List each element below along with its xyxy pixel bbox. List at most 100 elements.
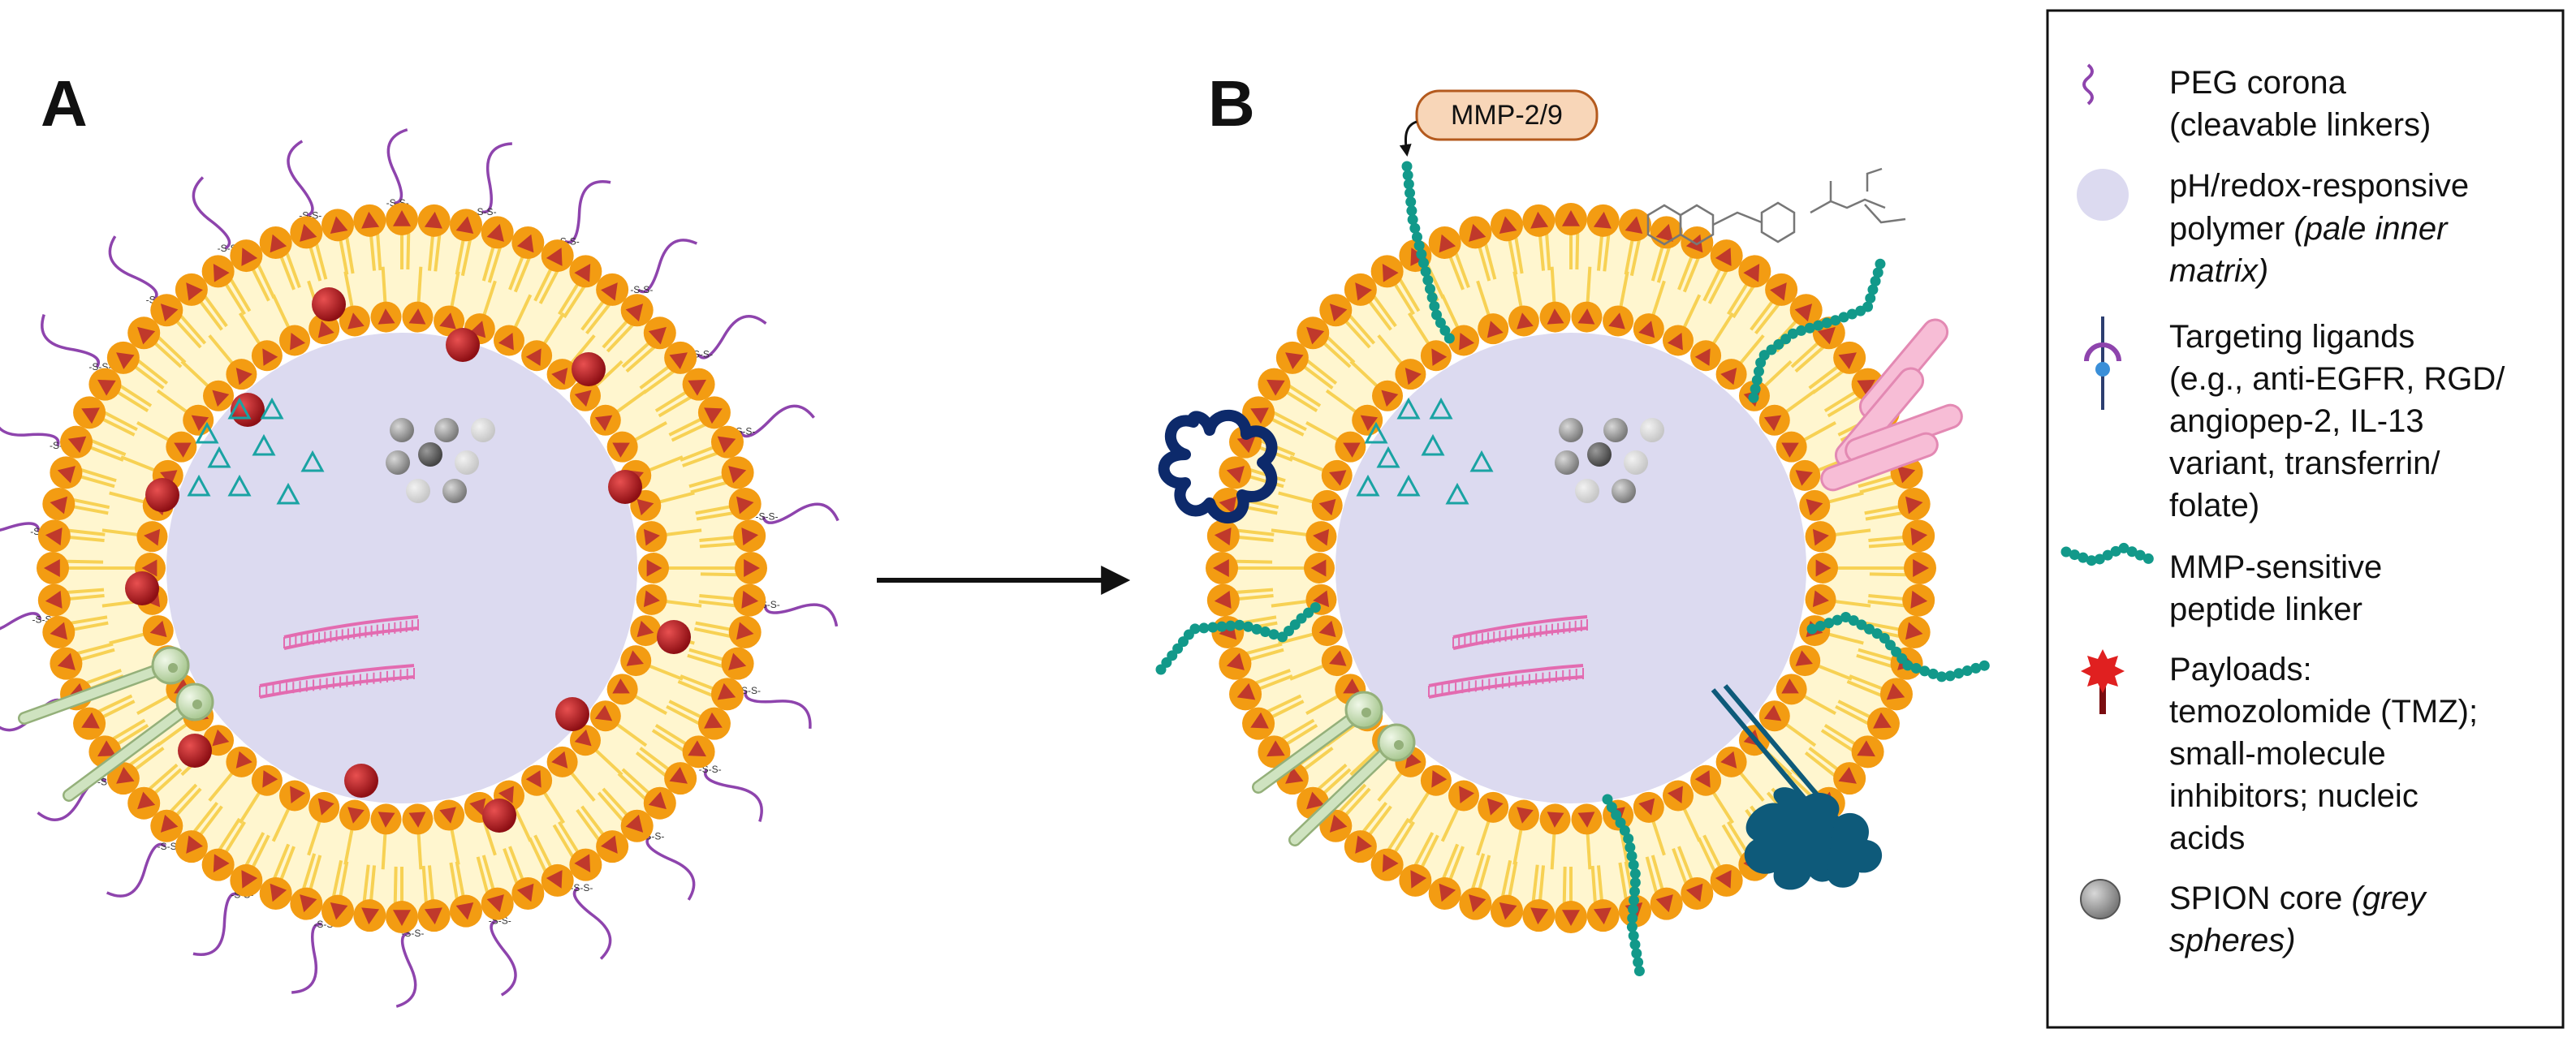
peptide-bead: [1443, 333, 1455, 344]
peptide-bead: [1619, 825, 1630, 836]
lipid-head-triangle: [50, 622, 67, 640]
lipid-head-triangle: [612, 678, 630, 694]
lipid-tail: [563, 282, 588, 319]
lipid-tail: [1846, 679, 1886, 699]
lipid-head-triangle: [290, 786, 306, 803]
lipid-tail: [668, 700, 707, 721]
lipid-head-triangle: [361, 907, 380, 925]
lipid-head-triangle: [116, 352, 135, 369]
lipid-head-triangle: [1343, 442, 1361, 458]
lipid-tail: [540, 787, 566, 825]
peptide-bead: [1633, 966, 1645, 977]
peptide-bead: [1830, 315, 1841, 326]
lipid-head-triangle: [744, 559, 760, 577]
mmp-linker-legend-icon: [2060, 542, 2154, 566]
disulfide-mark: -S-S-: [157, 841, 180, 852]
spion-sphere: [1612, 479, 1636, 503]
peptide-bead: [1402, 170, 1413, 181]
lipid-head-triangle: [160, 304, 179, 322]
lipid-tail: [460, 235, 472, 277]
peptide-bead: [1629, 939, 1641, 950]
peptide-bead: [1405, 187, 1416, 199]
lipid-head-triangle: [669, 352, 688, 369]
lipid-head-triangle: [736, 622, 754, 640]
lipid-tail: [1702, 834, 1724, 873]
lipid-tail: [1476, 816, 1492, 856]
lipid-tail: [1412, 832, 1435, 870]
lipid-tail: [1507, 234, 1518, 275]
peg-legend-icon: [2082, 63, 2094, 105]
legend-payloads-line3: small-molecule: [2169, 736, 2386, 772]
lipid-head-triangle: [625, 304, 644, 322]
nanoparticle-a: -S-S--S-S--S-S--S-S--S-S--S-S--S-S--S-S-…: [0, 128, 839, 1008]
lipid-head-triangle: [1910, 527, 1928, 546]
legend-payloads-line4: inhibitors; nucleic: [2169, 778, 2419, 814]
lipid-head-triangle: [455, 902, 474, 920]
lipid-head-triangle: [81, 407, 100, 424]
lipid-tail: [1727, 278, 1751, 316]
lipid-tail: [1440, 843, 1460, 883]
peptide-bead: [1403, 179, 1414, 190]
lipid-tail: [481, 855, 497, 895]
lipid-head-triangle: [378, 308, 395, 325]
peptide-bead: [1310, 601, 1321, 613]
lipid-tail: [455, 234, 466, 275]
lipid-tail: [644, 455, 684, 474]
lipid-tail: [1830, 599, 1871, 608]
lipid-tail: [1469, 853, 1486, 893]
lipid-tail: [1707, 266, 1730, 304]
lipid-tail: [508, 251, 526, 291]
lipid-head-triangle: [486, 223, 504, 242]
lipid-tail: [658, 394, 695, 418]
lipid-tail: [1709, 787, 1735, 825]
lipid-tail: [1672, 848, 1689, 888]
lipid-head-triangle: [1770, 282, 1787, 301]
peptide-bead: [1821, 317, 1832, 329]
lipid-tail: [154, 333, 187, 364]
lipid-tail: [1244, 648, 1284, 663]
drug-triangle: [260, 397, 284, 420]
lipid-tail: [1500, 859, 1512, 901]
peptide-bead: [1207, 622, 1219, 633]
lipid-tail: [171, 787, 202, 820]
lipid-tail: [101, 528, 143, 537]
nucleic-strand: [1428, 675, 1584, 699]
lipid-head-triangle: [347, 807, 365, 824]
lipid-tail: [64, 528, 106, 536]
lipid-tail: [1346, 312, 1376, 345]
lipid-tail: [1377, 768, 1406, 802]
lipid-head-triangle: [330, 216, 348, 234]
peptide-bead: [1251, 623, 1262, 635]
lipid-tail: [700, 572, 741, 577]
legend-box: [2046, 9, 2565, 1029]
legend-polymer-line3: matrix): [2169, 253, 2268, 289]
lipid-tail: [1385, 817, 1410, 855]
lipid-tail: [248, 834, 270, 873]
lipid-tail: [136, 692, 174, 715]
lipid-tail: [591, 745, 624, 777]
lipid-tail: [1391, 278, 1415, 316]
peptide-bead: [1268, 629, 1279, 640]
peptide-bead: [1936, 671, 1948, 682]
lipid-head-triangle: [601, 282, 618, 301]
lipid-tail: [130, 747, 165, 774]
lipid-tail: [567, 334, 596, 368]
lipid-tail: [1476, 280, 1492, 321]
lipid-tail: [602, 787, 632, 820]
lipid-tail: [100, 409, 138, 432]
peptide-bead: [1430, 309, 1442, 321]
lipid-head-triangle: [50, 496, 67, 515]
peptide-bead: [1865, 292, 1876, 304]
lipid-tail: [427, 230, 435, 271]
lipid-tail: [1856, 653, 1896, 670]
lipid-head-triangle: [1795, 470, 1813, 486]
peg-chain: [291, 923, 322, 994]
peg-chain: [395, 932, 417, 1008]
lipid-tail: [1251, 669, 1291, 687]
peptide-bead: [1806, 623, 1818, 635]
lipid-head-triangle: [1226, 652, 1245, 670]
lipid-head-triangle: [1886, 682, 1905, 700]
drug-triangle: [1445, 482, 1469, 505]
lipid-tail: [243, 832, 265, 870]
